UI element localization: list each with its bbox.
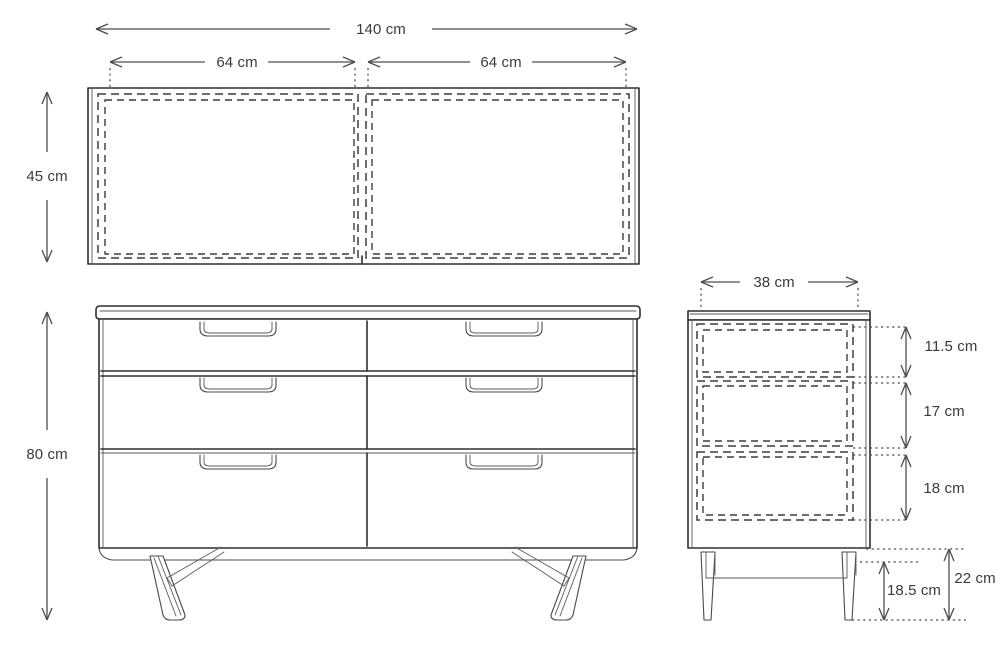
dimension-label-overall-height: 80 cm [26,446,67,463]
dimension-overall-width: 140 cm [95,21,638,38]
side-view-hidden-drawer-top [696,323,854,378]
top-view-hidden-drawer-right [365,93,630,259]
side-view-leg-front [700,551,723,621]
drawer-handle-row2-left[interactable] [199,377,277,393]
side-view-carcass [687,319,871,549]
dimension-drawer-height-top: 11.5 cm [900,326,978,378]
dimension-leg-height: 18.5 cm [878,561,941,621]
drawer-handle-row3-right[interactable] [465,454,543,470]
side-view-top-slab [687,310,871,321]
top-view-hidden-drawer-left [97,93,359,259]
dimension-label-drawer-width-left: 64 cm [216,54,257,71]
side-view-hidden-drawer-middle [696,380,854,447]
side-view-leader-lines [852,326,966,621]
top-view: 140 cm 64 cm 64 cm [26,21,640,265]
dimension-drawer-height-bottom: 18 cm [900,454,965,521]
dimension-label-depth-top: 45 cm [26,168,67,185]
dimension-depth-top: 45 cm [26,91,68,263]
dimension-label-drawer-height-top: 11.5 cm [925,338,978,355]
side-view: 38 cm [687,274,996,621]
front-view-leg-left [149,546,225,621]
dimension-label-overall-width: 140 cm [356,21,406,38]
dimension-label-leg-height: 18.5 cm [887,582,941,599]
drawer-handle-row1-right[interactable] [465,321,543,337]
side-view-hidden-drawer-bottom [696,451,854,521]
dimension-side-depth: 38 cm [700,274,859,312]
front-view-top-slab [95,305,641,320]
front-view: 80 cm [26,305,641,621]
dimension-overall-height: 80 cm [26,311,68,621]
dimension-drawer-height-middle: 17 cm [900,382,965,449]
dimension-label-clearance-height: 22 cm [954,570,995,587]
dimension-clearance-height: 22 cm [943,548,996,621]
dimension-label-drawer-height-middle: 17 cm [923,403,964,420]
dimension-drawer-width-right: 64 cm [367,54,627,71]
side-view-leg-back [721,551,857,621]
front-view-carcass [98,318,638,549]
dimension-label-side-depth: 38 cm [753,274,794,291]
drawer-handle-row1-left[interactable] [199,321,277,337]
front-view-leg-right [511,546,587,621]
front-view-bottom-apron [98,547,638,561]
dimension-label-drawer-height-bottom: 18 cm [923,480,964,497]
drawer-handle-row2-right[interactable] [465,377,543,393]
drawer-handle-row3-left[interactable] [199,454,277,470]
dimension-label-drawer-width-right: 64 cm [480,54,521,71]
top-view-outline [87,87,640,265]
dimension-drawer-width-left: 64 cm [109,54,356,71]
